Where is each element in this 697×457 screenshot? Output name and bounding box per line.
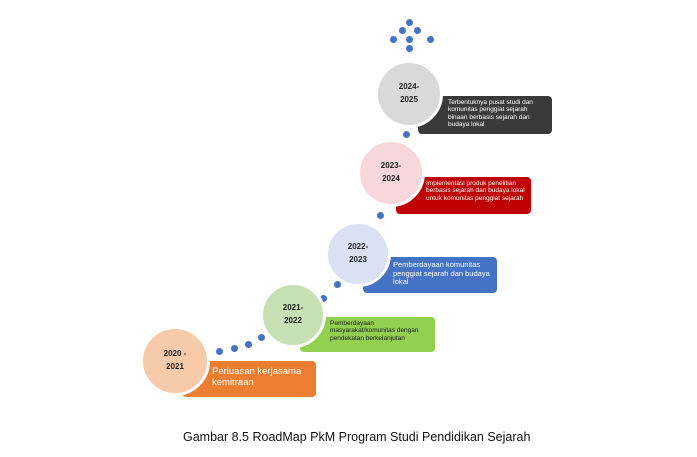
figure-caption: Gambar 8.5 RoadMap PkM Program Studi Pen…: [183, 430, 531, 444]
milestone-year: 2021-: [282, 303, 304, 313]
milestone-year: 2020 -: [163, 349, 187, 359]
arrow-dot: [427, 36, 434, 43]
milestone-year: 2025: [400, 95, 418, 104]
milestone-year: 2023-: [380, 161, 402, 171]
milestone-circle-2022: 2022- 2023: [325, 221, 391, 287]
milestone-text: Pemberdayaan komunitas penggiat sejarah …: [393, 260, 490, 287]
milestone-text: Terbentuknya pusat studi dan komunitas p…: [448, 99, 533, 129]
arrow-dot: [414, 27, 421, 34]
connector-dot: [258, 334, 265, 341]
milestone-box-2024: Terbentuknya pusat studi dan komunitas p…: [418, 96, 552, 134]
connector-dot: [245, 341, 252, 348]
milestone-year: 2024-: [398, 82, 420, 92]
milestone-text: Pemberdayaan masyarakat/komunitas dengan…: [330, 320, 419, 342]
connector-dot: [334, 281, 341, 288]
arrow-dot: [406, 45, 413, 52]
connector-dot: [216, 348, 223, 355]
milestone-circle-2023: 2023- 2024: [357, 139, 425, 207]
milestone-year: 2022: [284, 316, 302, 325]
connector-dot: [403, 131, 410, 138]
milestone-circle-2024: 2024- 2025: [375, 60, 443, 128]
connector-dot: [377, 212, 384, 219]
milestone-text: Implementasi produk penelitian berbasis …: [426, 180, 525, 202]
milestone-circle-2021: 2021- 2022: [260, 282, 326, 348]
arrow-dot: [406, 19, 413, 26]
milestone-year: 2023: [349, 255, 367, 264]
milestone-year: 2021: [166, 362, 184, 371]
milestone-year: 2024: [382, 174, 400, 183]
milestone-text: Perluasan kerjasama kemitraan: [212, 366, 302, 388]
arrow-dot: [406, 36, 413, 43]
milestone-year: 2022-: [347, 242, 369, 252]
connector-dot: [320, 295, 327, 302]
arrow-dot: [399, 27, 406, 34]
connector-dot: [231, 345, 238, 352]
milestone-circle-2020: 2020 - 2021: [140, 326, 210, 396]
arrow-dot: [390, 36, 397, 43]
